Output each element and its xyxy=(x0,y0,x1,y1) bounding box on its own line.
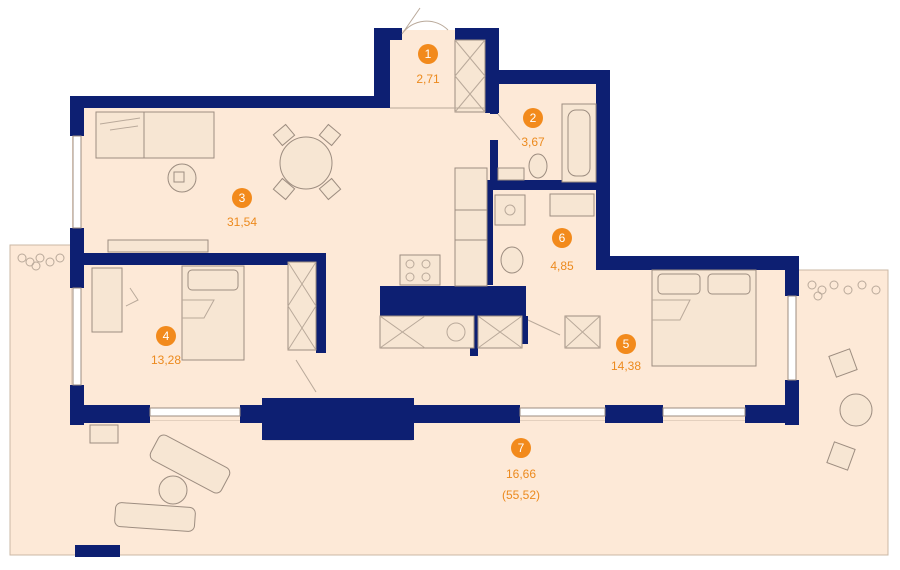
room-3-label: 3 31,54 xyxy=(227,188,257,229)
room-7-label: 7 16,66 (55,52) xyxy=(502,438,540,502)
apartment-floor xyxy=(72,30,797,420)
room-5-area: 14,38 xyxy=(611,359,641,373)
bedroom-5-furniture xyxy=(564,269,757,367)
room-2-area: 3,67 xyxy=(521,135,545,149)
room-4-number: 4 xyxy=(163,329,170,343)
room-7-number: 7 xyxy=(518,441,525,455)
windows xyxy=(72,135,797,417)
planter-left-icon xyxy=(17,253,65,271)
bathroom-6 xyxy=(494,193,595,336)
room-2-label: 2 3,67 xyxy=(521,108,545,149)
room-3-marker xyxy=(232,188,252,208)
room-3-area: 31,54 xyxy=(227,215,257,229)
room-2-marker xyxy=(523,108,543,128)
room-1-marker xyxy=(418,44,438,64)
room-4-area: 13,28 xyxy=(151,353,181,367)
room-5-marker xyxy=(616,334,636,354)
room-1-area: 2,71 xyxy=(416,72,440,86)
planter-right-icon xyxy=(807,280,881,301)
room-1-number: 1 xyxy=(425,47,432,61)
interior-walls xyxy=(84,84,600,356)
entrance-door xyxy=(401,7,486,113)
room-5-number: 5 xyxy=(623,337,630,351)
room-4-marker xyxy=(156,326,176,346)
room-5-label: 5 14,38 xyxy=(611,334,641,373)
room-7-area: 16,66 xyxy=(506,467,536,481)
room-6-number: 6 xyxy=(559,231,566,245)
room-6-area: 4,85 xyxy=(550,259,574,273)
room-6-marker xyxy=(552,228,572,248)
kitchen xyxy=(379,167,523,349)
room-3-number: 3 xyxy=(239,191,246,205)
bathroom-2 xyxy=(497,103,597,183)
bedroom-4-furniture xyxy=(91,261,317,393)
terrace-furniture xyxy=(17,253,881,532)
room-7-marker xyxy=(511,438,531,458)
room-6-label: 6 4,85 xyxy=(550,228,574,273)
room-4-label: 4 13,28 xyxy=(151,326,181,367)
room-1-label: 1 2,71 xyxy=(416,44,440,86)
total-area: (55,52) xyxy=(502,488,540,502)
room-2-number: 2 xyxy=(530,111,537,125)
living-furniture xyxy=(95,107,485,253)
